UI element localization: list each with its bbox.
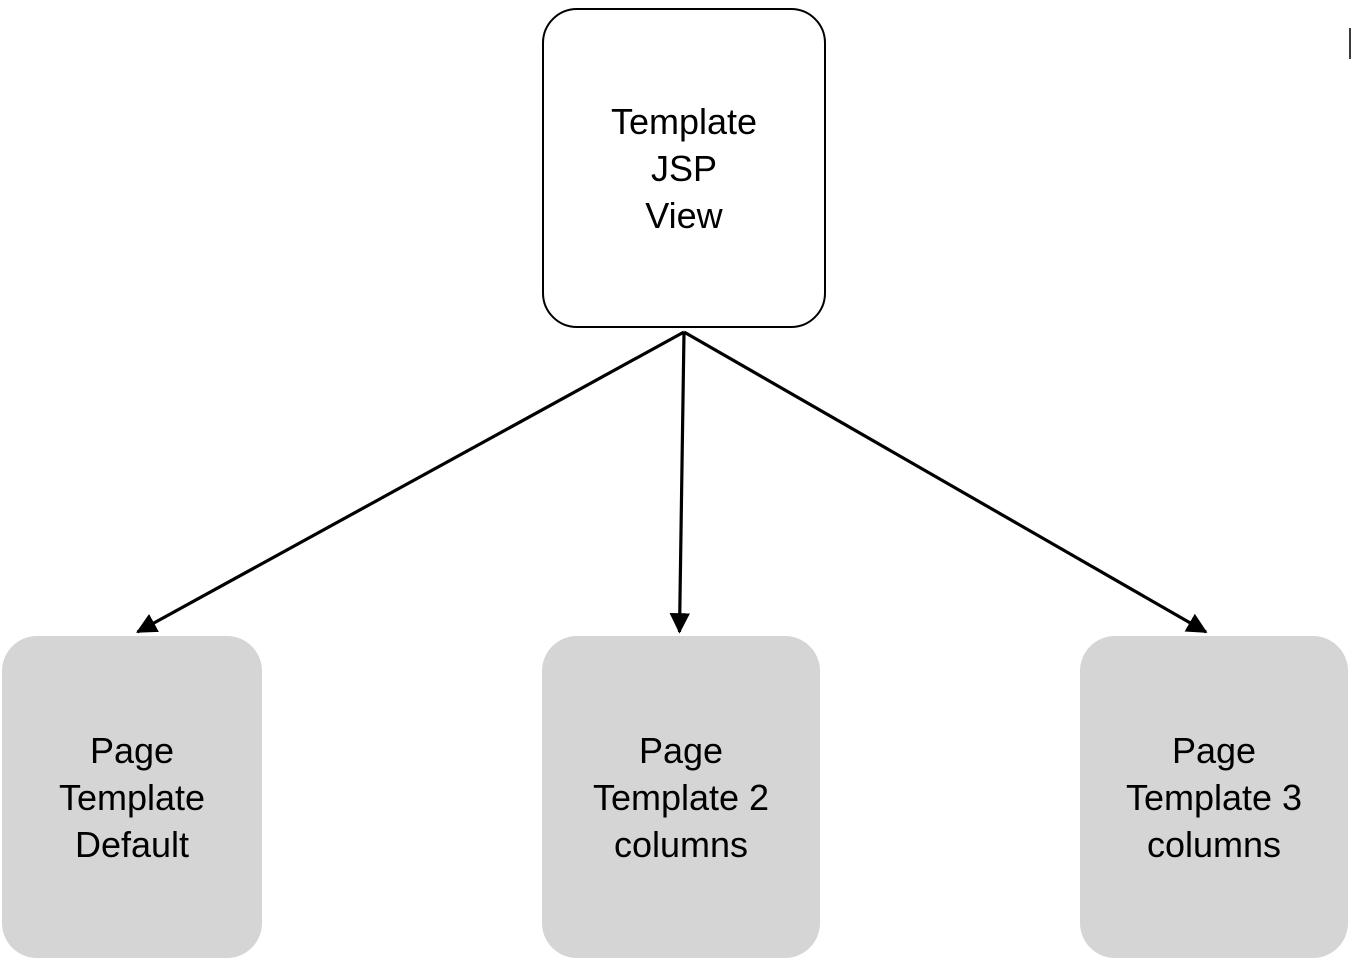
crop-edge-artifact — [1349, 28, 1351, 59]
node-page-template-default[interactable]: Page Template Default — [2, 636, 262, 958]
node-label-page-template-2-columns: Page Template 2 columns — [592, 729, 770, 865]
edge-root-to-3-columns — [683, 330, 1208, 634]
node-page-template-2-columns[interactable]: Page Template 2 columns — [542, 636, 820, 958]
edge-root-to-default — [136, 330, 685, 634]
node-label-page-template-default: Page Template Default — [58, 729, 206, 865]
node-page-template-3-columns[interactable]: Page Template 3 columns — [1080, 636, 1348, 958]
node-label-template-jsp-view: Template JSP View — [610, 100, 758, 236]
edge-root-to-2-columns — [669, 331, 691, 634]
node-template-jsp-view[interactable]: Template JSP View — [542, 8, 826, 328]
node-label-page-template-3-columns: Page Template 3 columns — [1125, 729, 1303, 865]
